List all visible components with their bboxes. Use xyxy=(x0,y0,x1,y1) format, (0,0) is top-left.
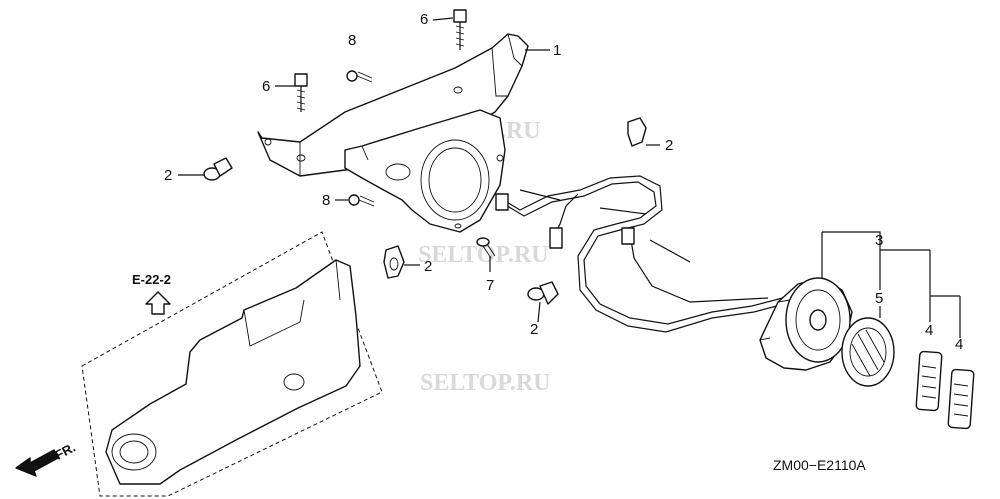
leader-lines xyxy=(178,17,961,338)
front-arrow-icon xyxy=(15,449,59,477)
reference-panel-outline xyxy=(81,231,383,497)
reference-up-arrow xyxy=(145,291,171,315)
callout-3: 3 xyxy=(875,232,883,249)
callout-6-upper: 6 xyxy=(420,11,428,28)
housing-bracket xyxy=(344,109,506,233)
clip-2-middle xyxy=(383,245,405,279)
clip-2-bottom xyxy=(527,281,559,305)
bolt-6-lower xyxy=(294,73,308,112)
callout-8-upper: 8 xyxy=(348,32,356,49)
screw-8-lower xyxy=(348,194,375,207)
callout-6-lower: 6 xyxy=(262,78,270,95)
clip-2-left xyxy=(203,157,233,181)
label-part-4-left xyxy=(915,350,943,412)
callout-5: 5 xyxy=(875,290,883,307)
fan-motor-part-3 xyxy=(759,277,853,371)
callout-8-lower: 8 xyxy=(322,192,330,209)
bolt-6-upper xyxy=(453,9,467,50)
callout-1: 1 xyxy=(553,42,561,59)
callout-2-left: 2 xyxy=(164,167,172,184)
label-part-4-right xyxy=(947,368,975,430)
callout-4-left: 4 xyxy=(925,322,933,339)
reference-label: E-22-2 xyxy=(132,272,171,287)
cover-part-5 xyxy=(841,317,895,387)
screw-8-upper xyxy=(346,70,373,83)
watermark-bottom: SELTOP.RU xyxy=(420,370,551,396)
diagram-code: ZM00−E2110A xyxy=(773,457,866,473)
screw-7 xyxy=(476,237,496,259)
callout-2-middle: 2 xyxy=(424,258,432,275)
clip-2-top xyxy=(627,117,647,147)
callout-2-bottom: 2 xyxy=(530,321,538,338)
callout-4-right: 4 xyxy=(955,336,963,353)
wire-harness xyxy=(495,175,793,333)
callout-7: 7 xyxy=(486,277,494,294)
callout-2-top: 2 xyxy=(665,137,673,154)
